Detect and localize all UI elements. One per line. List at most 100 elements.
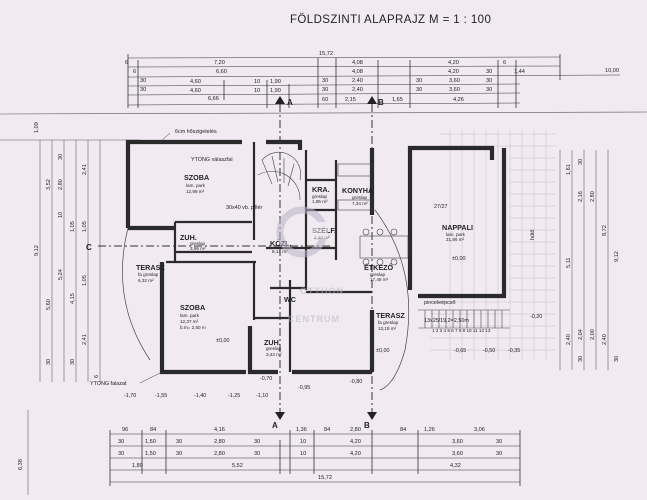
- bottom-dimension-lines: [109, 430, 521, 486]
- room-konyha: KONYHA: [342, 186, 373, 195]
- top-dim: 4,20: [448, 60, 459, 66]
- level-mark: ±0,00: [452, 256, 465, 262]
- room-floor: lam. park: [180, 313, 200, 318]
- bottom-dim: 3,60: [452, 439, 463, 445]
- left-dim: 6: [94, 375, 100, 378]
- room-etkezo: ÉTKEZŐ: [364, 263, 394, 272]
- top-dim: 4,20: [448, 69, 459, 75]
- level-mark: -1,55: [155, 393, 167, 399]
- section-label-a: A: [272, 421, 278, 430]
- top-dim: 10: [254, 88, 260, 94]
- level-mark: -1,10: [256, 393, 268, 399]
- bottom-dim: 84: [150, 427, 156, 433]
- level-mark: -1,70: [124, 393, 136, 399]
- level-mark: -0,20: [530, 314, 542, 320]
- bottom-dim: 2,80: [350, 427, 361, 433]
- bottom-dim: 30: [118, 439, 124, 445]
- level-mark: -1,25: [228, 393, 240, 399]
- right-dim: 5,11: [566, 258, 572, 268]
- reference-line: [0, 111, 647, 115]
- top-dim-total: 15,72: [319, 51, 333, 57]
- section-label-a: A: [287, 98, 293, 107]
- section-a-marker: [275, 96, 285, 104]
- room-area: 6,32 m²: [138, 278, 154, 283]
- basement-stair: [418, 309, 510, 329]
- room-kra: KRA.: [312, 185, 330, 194]
- left-dim: 5,24: [58, 269, 64, 280]
- right-dim: 30: [614, 356, 620, 362]
- bottom-dim: 30: [496, 451, 502, 457]
- left-dim: 2,80: [58, 179, 64, 190]
- bottom-dim: 1,36: [296, 427, 307, 433]
- left-dim: 4,15: [70, 293, 76, 304]
- room-zuh-2: ZUH.: [264, 338, 281, 347]
- room-height: b.m= 2,50 m: [180, 325, 206, 330]
- room-area: 8,14 m²: [272, 249, 288, 254]
- top-dim: 4,26: [453, 97, 464, 103]
- note-insulation: 6cm hőszigetelés: [175, 129, 217, 135]
- top-dimension-lines: [127, 54, 621, 108]
- right-dim: 2,00: [590, 329, 596, 340]
- level-mark: -0,80: [350, 379, 362, 385]
- room-zuh-1: ZUH.: [180, 233, 197, 242]
- note-stair-numbers: 1 2 3 4 5 6 7 8 9 10 11 12 13: [432, 328, 491, 333]
- right-dim: 9,12: [614, 251, 620, 262]
- top-dim: 30: [416, 78, 422, 84]
- top-dim: 6,66: [208, 96, 219, 102]
- note-ytong-partition: YTONG válaszfal: [191, 157, 233, 163]
- right-dim: 8,72: [602, 225, 608, 236]
- room-nappali: NAPPALI: [442, 223, 473, 232]
- right-dim: 2,40: [602, 334, 608, 345]
- top-dim: 3,60: [449, 87, 460, 93]
- room-floor: greslap: [370, 272, 386, 277]
- note-pillar: 30x40 vb. pillér: [226, 205, 262, 211]
- room-area: 7,34 m²: [352, 201, 368, 206]
- top-dim: 2,40: [352, 78, 363, 84]
- bottom-dim: 2,80: [214, 439, 225, 445]
- watermark-line-2: CENTRUM: [288, 314, 340, 324]
- level-mark: -0,70: [260, 376, 272, 382]
- bottom-dim: 30: [176, 439, 182, 445]
- left-dim: 30: [58, 154, 64, 160]
- note-stairs: pinceleépcső: [424, 300, 455, 306]
- top-dim: 1,65: [392, 97, 403, 103]
- room-floor: fa greslap: [378, 320, 399, 325]
- bottom-dim: 3,60: [452, 451, 463, 457]
- spiral-stair: [257, 151, 302, 201]
- right-dim: 1,61: [566, 164, 572, 175]
- top-dim: 10: [254, 79, 260, 85]
- dining-table: [359, 228, 409, 266]
- left-dim: 2,41: [82, 164, 88, 175]
- section-label-c: C: [86, 243, 92, 252]
- section-label-b: B: [364, 421, 370, 430]
- left-dim: 10: [58, 212, 64, 218]
- right-dimension-lines: [559, 150, 609, 370]
- room-area: 21,86 m²: [446, 237, 465, 242]
- left-dimension-lines: [39, 140, 101, 382]
- right-dim: 2,04: [578, 329, 584, 340]
- left-dim: 3,52: [46, 179, 52, 190]
- bottom-dim: 5,52: [232, 463, 243, 469]
- room-terasz-2: TERASZ: [376, 311, 405, 320]
- bottom-dim: 4,16: [214, 427, 225, 433]
- bottom-dim: 30: [496, 439, 502, 445]
- bottom-dim: 30: [176, 451, 182, 457]
- interior-walls: [166, 142, 372, 372]
- top-dim: 6,60: [216, 69, 227, 75]
- room-wc: WC: [284, 295, 296, 304]
- level-mark: -0,65: [454, 348, 466, 354]
- bottom-dim: 2,80: [214, 451, 225, 457]
- note-dim: 27/27: [434, 204, 448, 210]
- terrace-tile-grid: [430, 130, 556, 360]
- left-dim: 30: [46, 359, 52, 365]
- left-dim: 1,05: [70, 221, 76, 232]
- exterior-walls: [125, 139, 507, 375]
- right-dim: 30: [578, 356, 584, 362]
- level-mark: -0,95: [298, 385, 310, 391]
- room-floor: greslap: [312, 194, 328, 199]
- note-ytong-wall: YTONG falazat: [90, 381, 127, 387]
- left-dims: 1,09 30 3,52 2,80 2,41 10 1,05 1,05 9,12…: [34, 122, 100, 378]
